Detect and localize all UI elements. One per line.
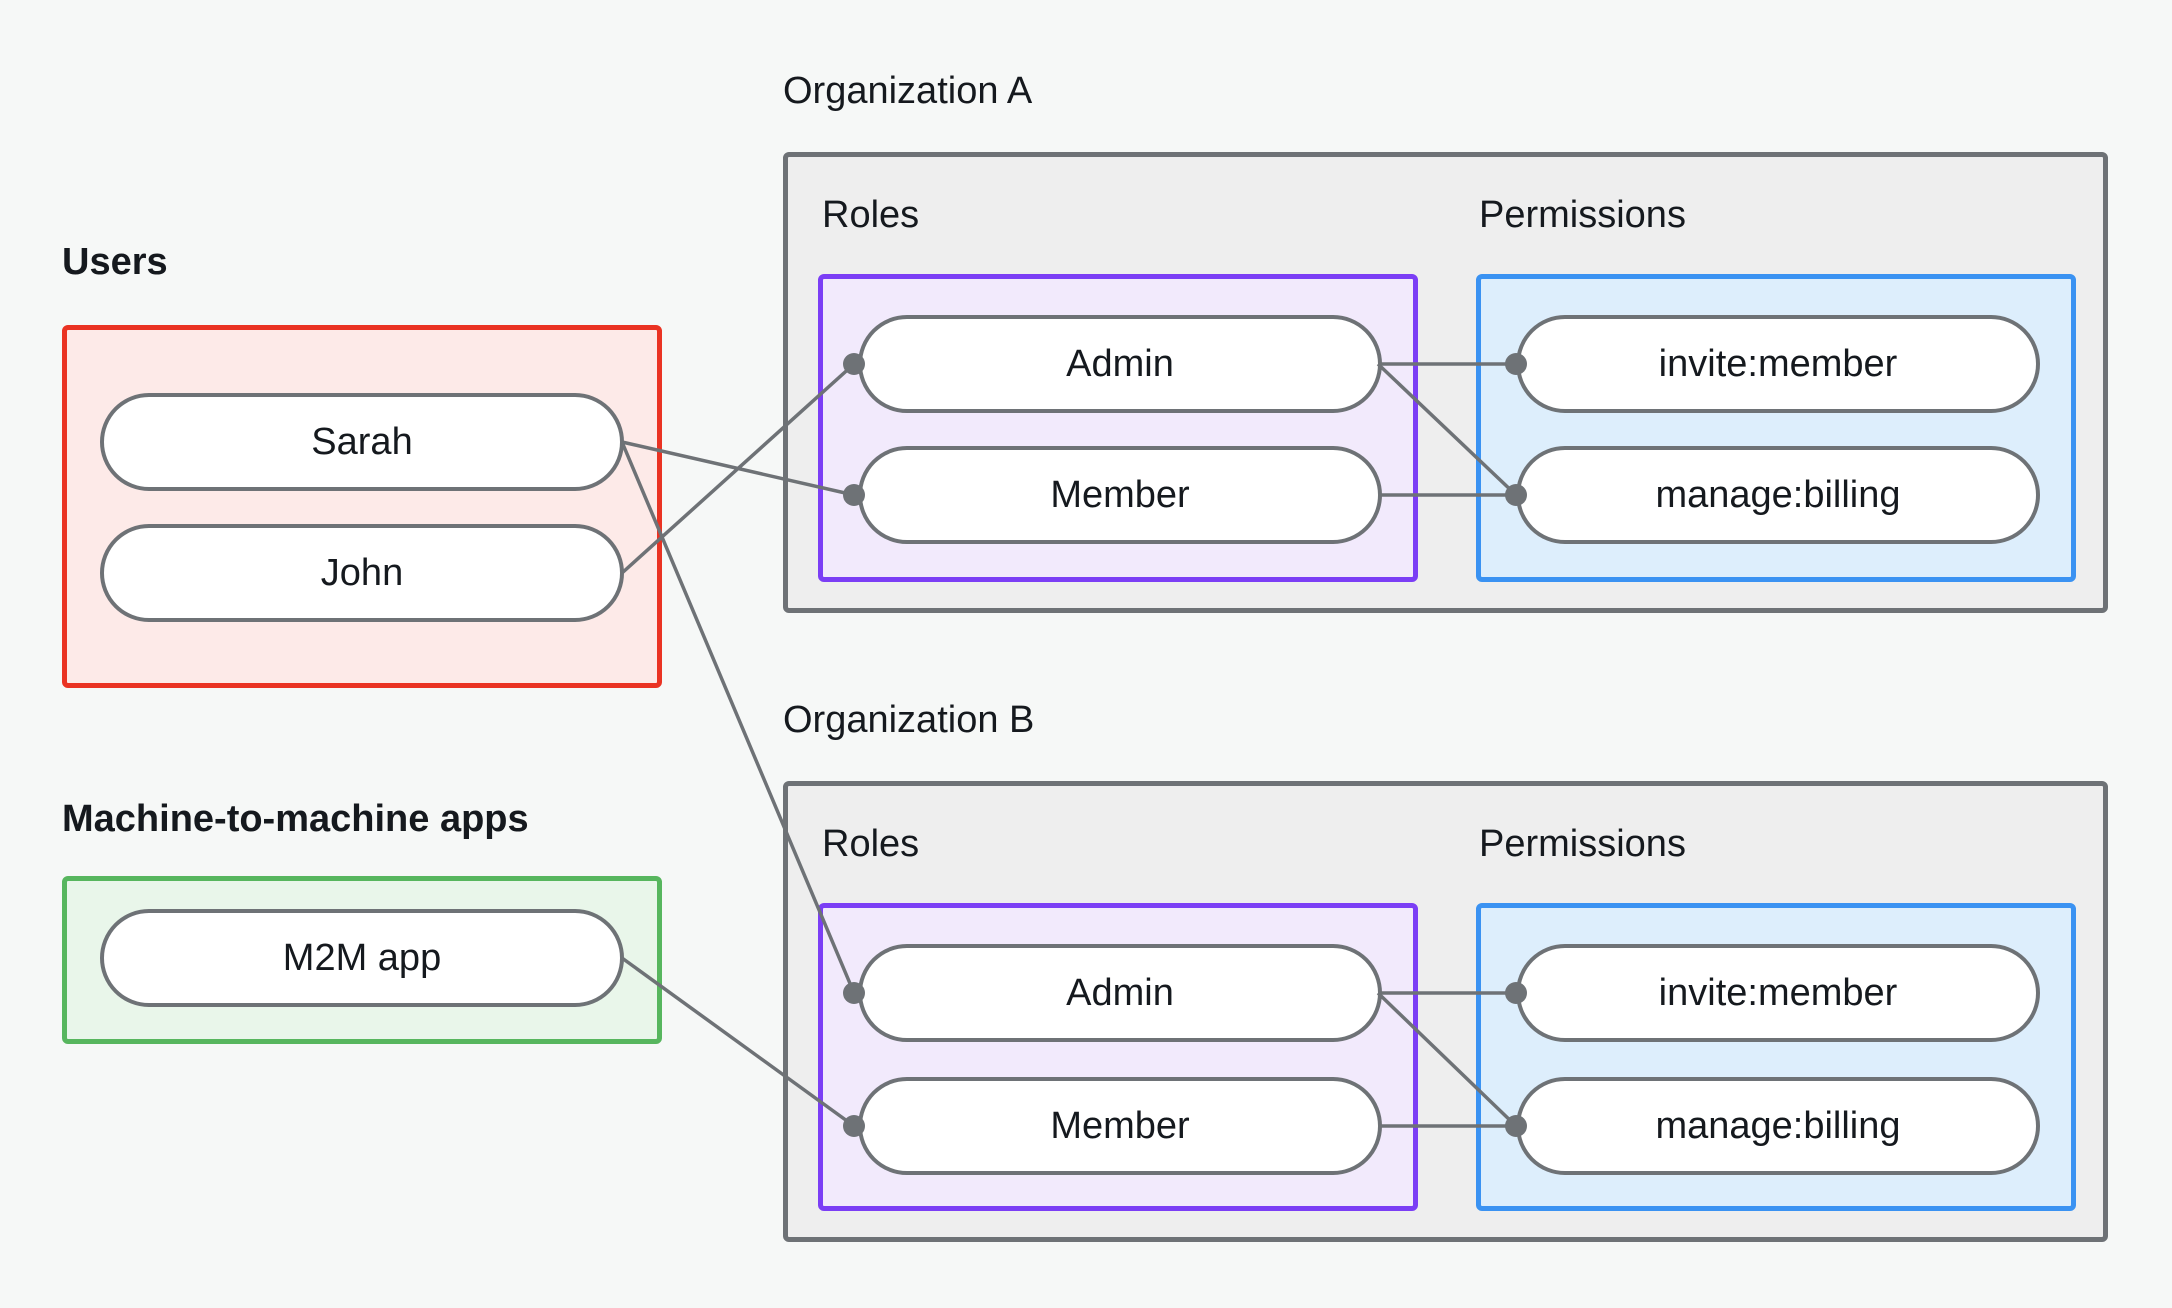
m2m-node-label: M2M app xyxy=(282,936,442,979)
org-b-title: Organization B xyxy=(783,699,1035,741)
org-b-permission-label: invite:member xyxy=(1658,971,1898,1014)
org-a-roles-label: Roles xyxy=(822,194,920,236)
users-group-title: Users xyxy=(62,241,168,283)
org-a-role-admin[interactable]: Admin xyxy=(858,315,1382,413)
org-a-role-member[interactable]: Member xyxy=(858,446,1382,544)
m2m-group-title: Machine-to-machine apps xyxy=(62,798,529,840)
org-b-permission-label: manage:billing xyxy=(1655,1104,1901,1147)
org-a-permissions-label: Permissions xyxy=(1479,194,1686,236)
org-a-role-label: Member xyxy=(1050,473,1190,516)
org-a-role-label: Admin xyxy=(1066,342,1174,385)
org-b-permissions-label: Permissions xyxy=(1479,823,1686,865)
org-b-roles-label: Roles xyxy=(822,823,920,865)
org-b-role-label: Member xyxy=(1050,1104,1190,1147)
user-node-john[interactable]: John xyxy=(100,524,624,622)
org-a-permission-label: manage:billing xyxy=(1655,473,1901,516)
org-a-title: Organization A xyxy=(783,70,1033,112)
org-a-permission-invite-member[interactable]: invite:member xyxy=(1516,315,2040,413)
org-b-role-member[interactable]: Member xyxy=(858,1077,1382,1175)
org-b-role-label: Admin xyxy=(1066,971,1174,1014)
user-node-label: Sarah xyxy=(311,420,413,463)
org-b-role-admin[interactable]: Admin xyxy=(858,944,1382,1042)
m2m-node-app[interactable]: M2M app xyxy=(100,909,624,1007)
user-node-sarah[interactable]: Sarah xyxy=(100,393,624,491)
user-node-label: John xyxy=(320,551,404,594)
org-a-permission-label: invite:member xyxy=(1658,342,1898,385)
users-container xyxy=(62,325,662,688)
org-b-permission-manage-billing[interactable]: manage:billing xyxy=(1516,1077,2040,1175)
org-a-permission-manage-billing[interactable]: manage:billing xyxy=(1516,446,2040,544)
org-b-permission-invite-member[interactable]: invite:member xyxy=(1516,944,2040,1042)
